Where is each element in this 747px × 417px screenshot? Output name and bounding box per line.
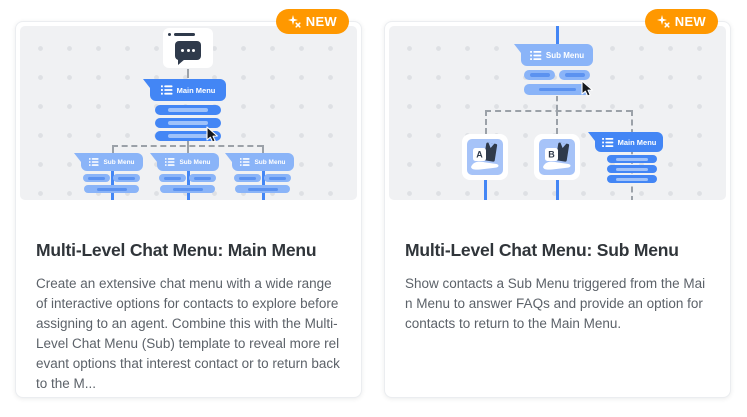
card-title: Multi-Level Chat Menu: Sub Menu xyxy=(405,240,679,260)
menu-option-bar xyxy=(83,174,110,182)
flow-line xyxy=(261,166,265,200)
menu-option-bar xyxy=(159,174,186,182)
sub-menu-node: Sub Menu xyxy=(81,153,143,171)
menu-option-bar xyxy=(113,174,140,182)
cursor-icon xyxy=(206,126,218,143)
flow-line xyxy=(110,166,114,200)
template-card-sub-menu[interactable]: NEW Sub Menu xyxy=(384,9,731,398)
sub-menu-node: Sub Menu xyxy=(157,153,219,171)
connector-dashed xyxy=(556,96,558,110)
new-badge: NEW xyxy=(644,9,718,34)
list-icon xyxy=(165,158,176,166)
menu-option-bar xyxy=(189,174,216,182)
flow-line xyxy=(555,26,559,45)
menu-option-bar xyxy=(607,165,657,173)
menu-option-bar xyxy=(155,118,221,128)
new-badge-label: NEW xyxy=(305,14,337,29)
card-body: Multi-Level Chat Menu: Main Menu Create … xyxy=(36,218,341,394)
main-menu-label: Main Menu xyxy=(617,137,657,147)
new-badge-label: NEW xyxy=(674,14,706,29)
list-icon xyxy=(240,158,251,166)
connector-dashed xyxy=(485,110,632,112)
chat-bubble-icon xyxy=(175,41,201,65)
box-in-hand-icon: A xyxy=(467,139,503,175)
sub-menu-label: Sub Menu xyxy=(103,158,135,166)
option-letter: A xyxy=(476,150,483,160)
list-icon xyxy=(530,50,542,60)
main-menu-node: Main Menu xyxy=(150,79,226,101)
window-titlebar xyxy=(174,33,195,36)
option-letter: B xyxy=(548,150,555,160)
chat-window-icon xyxy=(163,28,213,68)
sub-menu-label: Sub Menu xyxy=(179,158,211,166)
card-body: Multi-Level Chat Menu: Sub Menu Show con… xyxy=(405,218,710,334)
connector-dashed xyxy=(112,145,114,153)
connector-dashed xyxy=(556,110,558,134)
option-b-tile: B xyxy=(534,134,580,180)
menu-option-bar xyxy=(235,185,290,193)
connector-dashed xyxy=(485,110,487,134)
menu-option-bar xyxy=(524,84,590,95)
menu-option-bar xyxy=(155,131,221,141)
menu-option-bar xyxy=(607,155,657,163)
list-icon xyxy=(89,158,100,166)
option-a-tile: A xyxy=(462,134,508,180)
menu-option-bar xyxy=(559,70,590,80)
list-icon xyxy=(601,137,614,147)
connector-dashed xyxy=(187,141,189,146)
sub-menu-label: Sub Menu xyxy=(545,50,585,60)
menu-option-bar xyxy=(524,70,555,80)
menu-option-bar xyxy=(84,185,139,193)
flow-line xyxy=(186,166,190,200)
main-menu-node: Main Menu xyxy=(595,132,663,152)
illustration-sub-menu: Sub Menu xyxy=(389,26,726,200)
box-in-hand-icon: B xyxy=(539,139,575,175)
connector-dashed xyxy=(262,145,264,153)
new-badge: NEW xyxy=(275,9,349,34)
template-card-main-menu[interactable]: NEW Main Menu xyxy=(15,9,362,398)
sub-menu-node: Sub Menu xyxy=(232,153,294,171)
menu-option-bar xyxy=(234,174,261,182)
illustration-main-menu: Main Menu xyxy=(20,26,357,200)
main-menu-label: Main Menu xyxy=(176,85,216,95)
menu-option-bar xyxy=(607,175,657,183)
connector-dashed xyxy=(187,69,189,78)
flow-line xyxy=(555,180,559,200)
sub-menu-node: Sub Menu xyxy=(521,44,593,66)
card-description: Create an extensive chat menu with a wid… xyxy=(36,276,340,391)
window-dot xyxy=(168,33,171,36)
sparkle-icon xyxy=(287,15,301,28)
menu-option-bar xyxy=(264,174,291,182)
sub-menu-label: Sub Menu xyxy=(254,158,286,166)
menu-option-bar xyxy=(160,185,215,193)
flow-line xyxy=(483,180,487,200)
list-icon xyxy=(160,85,173,95)
card-description: Show contacts a Sub Menu triggered from … xyxy=(405,276,706,331)
card-title: Multi-Level Chat Menu: Main Menu xyxy=(36,240,317,260)
connector-dashed xyxy=(187,145,189,153)
menu-option-bar xyxy=(155,105,221,115)
cursor-icon xyxy=(581,80,593,97)
sparkle-icon xyxy=(656,15,670,28)
